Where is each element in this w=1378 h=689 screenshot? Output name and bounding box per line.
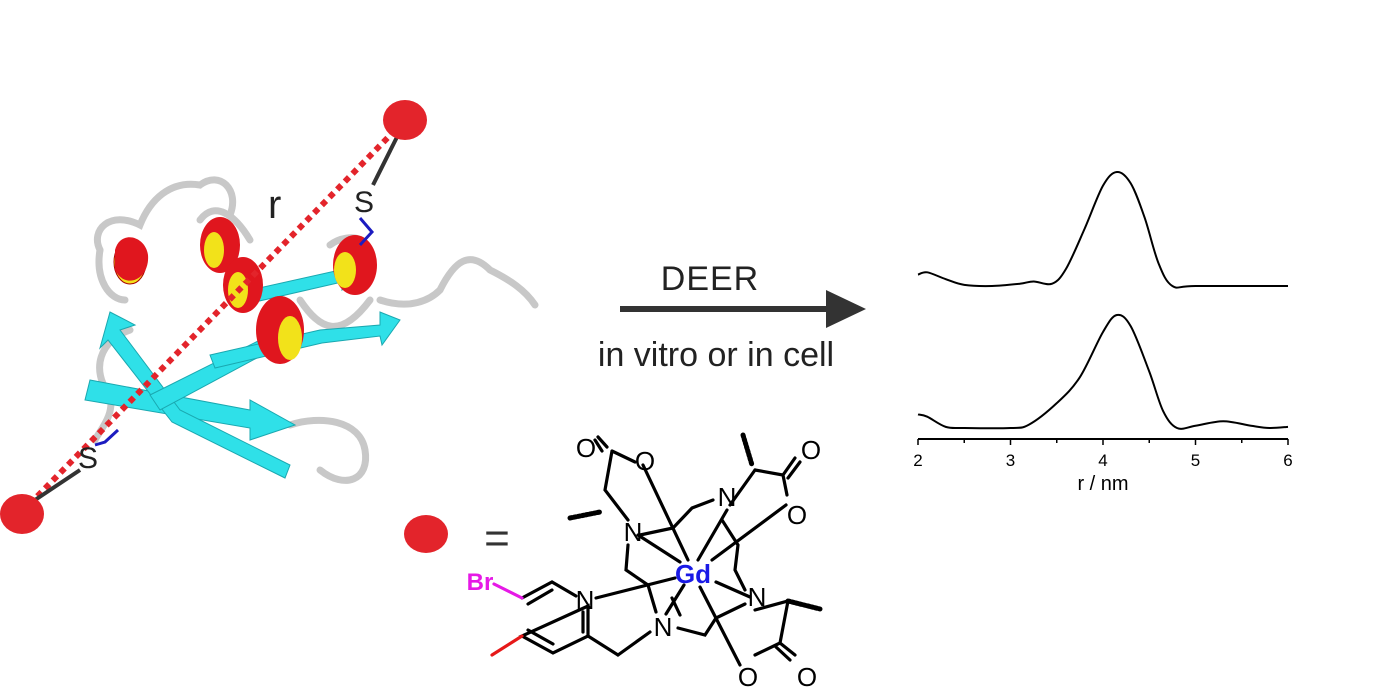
atom-n-pyridine: N [576, 585, 595, 615]
atom-n-3: N [748, 582, 767, 612]
atom-n-1: N [624, 517, 643, 547]
sulfur-bottom-label: S [78, 442, 98, 475]
atom-n-4: N [654, 612, 673, 642]
protein-cartoon: r S S [0, 100, 539, 534]
atom-o-6: O [797, 662, 817, 689]
series-top-line [917, 170, 1288, 289]
distance-line [19, 117, 408, 515]
atom-o-1: O [576, 433, 596, 463]
atom-o-2: O [635, 446, 655, 476]
x-tick-label: 4 [1098, 451, 1107, 470]
x-ticks [917, 439, 1289, 445]
x-tick-label: 5 [1191, 451, 1200, 470]
x-tick-label: 2 [913, 451, 922, 470]
legend-red-dot [404, 515, 448, 553]
alpha-helices [113, 217, 377, 364]
chemical-structure [490, 432, 823, 667]
arrow-head-icon [826, 290, 866, 328]
deer-arrow: DEER in vitro or in cell [598, 260, 866, 374]
atom-gd: Gd [675, 559, 711, 589]
arrow-top-label: DEER [661, 260, 759, 298]
spin-label-bottom [0, 494, 44, 534]
x-tick-labels: 2 3 4 5 6 [913, 451, 1292, 470]
x-axis-label: r / nm [1077, 473, 1128, 495]
atom-n-2: N [718, 482, 737, 512]
tether-top [371, 134, 400, 186]
linker-top [358, 217, 375, 247]
x-tick-label: 6 [1283, 451, 1292, 470]
x-tick-label: 3 [1006, 451, 1015, 470]
legend-equals: = [484, 514, 510, 563]
atom-o-5: O [738, 662, 758, 689]
series-bottom-line [917, 313, 1289, 430]
coil-loops [91, 176, 539, 484]
atom-labels: Gd Br N N N N N O O O O O O [467, 433, 821, 689]
atom-br: Br [467, 569, 494, 596]
linker-bottom [94, 428, 120, 447]
sulfur-top-label: S [354, 186, 374, 219]
spin-label-legend: = [404, 432, 823, 689]
arrow-bottom-label: in vitro or in cell [598, 336, 834, 374]
spin-label-top [383, 100, 427, 140]
distance-label: r [268, 183, 281, 227]
atom-o-4: O [787, 500, 807, 530]
distance-distribution-chart: 2 3 4 5 6 r / nm [913, 170, 1293, 495]
tether-bottom [33, 468, 82, 502]
atom-o-3: O [801, 435, 821, 465]
